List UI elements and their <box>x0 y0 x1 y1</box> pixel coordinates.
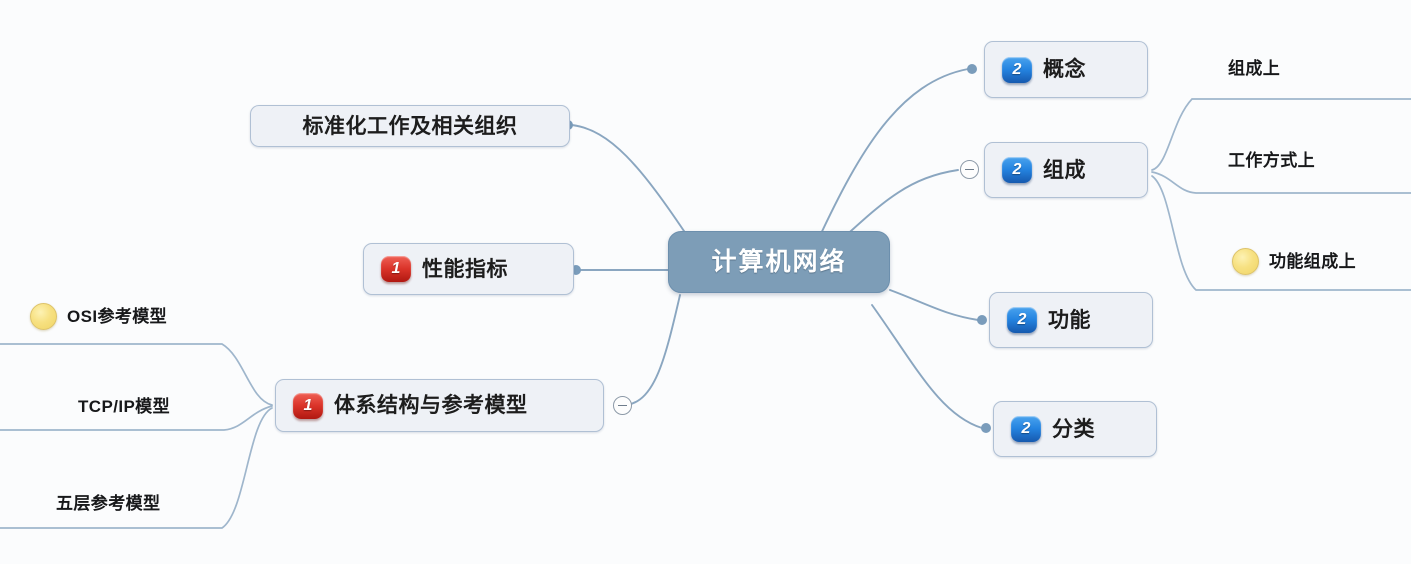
leaf-osi-model-label: OSI参考模型 <box>67 307 168 326</box>
wire-root-biaozhun <box>571 124 691 241</box>
leaf-tcpip-model[interactable]: TCP/IP模型 <box>78 398 170 415</box>
endpoint-dot <box>977 315 987 325</box>
badge-count: 2 <box>1011 416 1041 442</box>
wire-root-fenlei <box>871 304 983 429</box>
node-xingnengzhibiao[interactable]: 1 性能指标 <box>363 243 574 295</box>
node-xingnengzhibiao-label: 性能指标 <box>422 257 508 281</box>
endpoint-dot <box>981 423 991 433</box>
node-gainian[interactable]: 2 概念 <box>984 41 1148 98</box>
leaf-gongzuofangshishang-label: 工作方式上 <box>1228 151 1315 170</box>
node-biaozhunhua[interactable]: 标准化工作及相关组织 <box>250 105 570 147</box>
leaf-osi-model[interactable]: OSI参考模型 <box>30 303 167 330</box>
leaf-tcpip-model-label: TCP/IP模型 <box>78 397 170 416</box>
node-zucheng-label: 组成 <box>1043 158 1086 182</box>
node-zucheng[interactable]: 2 组成 <box>984 142 1148 198</box>
node-gainian-label: 概念 <box>1043 58 1086 81</box>
yellow-dot-icon <box>30 303 57 330</box>
wire-root-gongneng <box>889 289 979 321</box>
leaf-gongnengzuchengshang[interactable]: 功能组成上 <box>1232 248 1356 275</box>
node-gongneng[interactable]: 2 功能 <box>989 292 1153 348</box>
node-fenlei[interactable]: 2 分类 <box>993 401 1157 457</box>
leaf-gongnengzuchengshang-label: 功能组成上 <box>1269 252 1356 271</box>
wire-root-tixi <box>626 294 681 406</box>
collapse-toggle-tixijiegou[interactable] <box>613 396 632 415</box>
node-gongneng-label: 功能 <box>1048 308 1091 332</box>
badge-count: 2 <box>1007 307 1037 333</box>
node-biaozhunhua-label: 标准化工作及相关组织 <box>302 114 518 138</box>
leaf-five-layer-model[interactable]: 五层参考模型 <box>56 495 160 512</box>
badge-count: 1 <box>293 392 323 419</box>
leaf-five-layer-model-label: 五层参考模型 <box>56 494 161 513</box>
wire-zucheng-b <box>1151 171 1411 194</box>
badge-count: 1 <box>381 256 411 282</box>
node-tixijiegou-label: 体系结构与参考模型 <box>334 394 528 417</box>
root-node-label: 计算机网络 <box>711 247 847 276</box>
collapse-toggle-zucheng[interactable] <box>960 160 979 179</box>
endpoint-dot <box>967 64 977 74</box>
yellow-dot-icon <box>1232 248 1259 275</box>
node-tixijiegou[interactable]: 1 体系结构与参考模型 <box>275 379 604 432</box>
root-node[interactable]: 计算机网络 <box>668 231 890 293</box>
node-fenlei-label: 分类 <box>1052 417 1095 441</box>
wire-root-gainian <box>817 68 969 241</box>
leaf-gongzuofangshishang[interactable]: 工作方式上 <box>1228 152 1315 169</box>
badge-count: 2 <box>1002 56 1032 83</box>
leaf-zuchengshang-label: 组成上 <box>1228 59 1281 78</box>
wire-tixi-a <box>0 343 273 406</box>
leaf-zuchengshang[interactable]: 组成上 <box>1228 60 1280 77</box>
badge-count: 2 <box>1002 157 1032 183</box>
